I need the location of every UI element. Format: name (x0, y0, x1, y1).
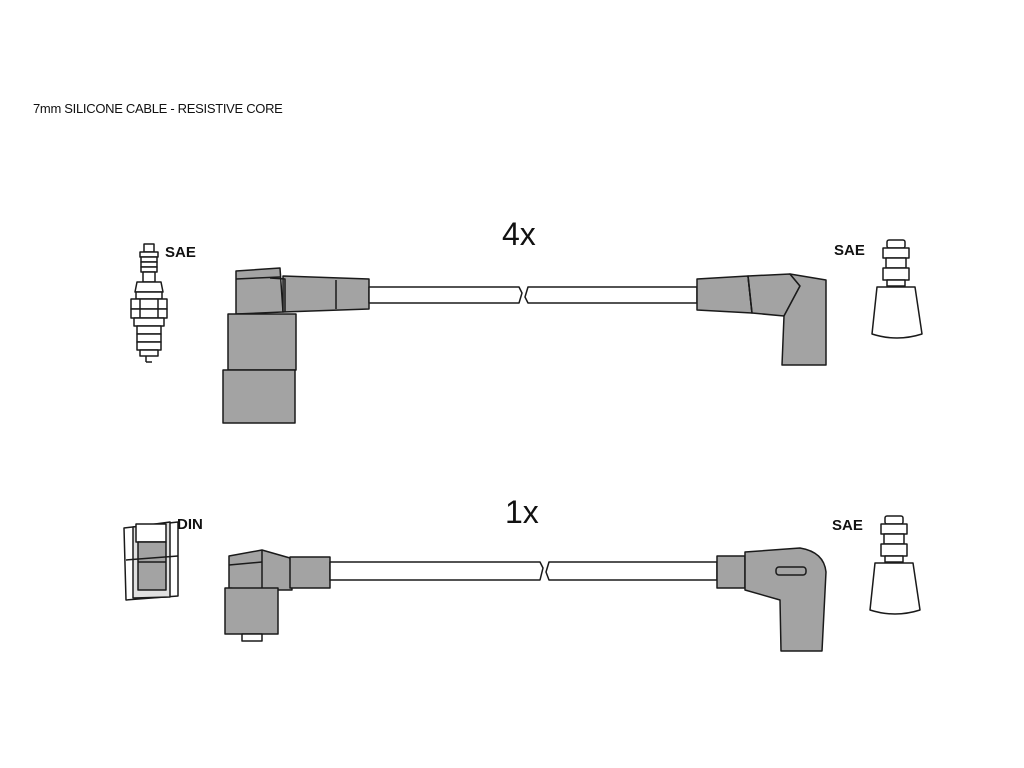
spark-plug-icon (130, 243, 168, 363)
row1-left-terminal-label: SAE (165, 244, 196, 261)
din-terminal-icon (123, 521, 179, 601)
row1-right-boot (696, 273, 827, 366)
row1-cable (368, 286, 698, 304)
row2-left-boot (224, 549, 331, 642)
row2-cable (329, 561, 718, 581)
row2-sae-terminal-icon (869, 515, 921, 615)
row1-right-terminal-label: SAE (834, 242, 865, 259)
row2-quantity: 1x (505, 494, 539, 530)
diagram-title: 7mm SILICONE CABLE - RESISTIVE CORE (33, 101, 283, 116)
row1-left-boot (222, 267, 370, 424)
row1-quantity: 4x (502, 216, 536, 252)
row2-right-terminal-label: SAE (832, 517, 863, 534)
row2-left-terminal-label: DIN (177, 516, 203, 533)
row1-sae-terminal-icon (871, 239, 923, 339)
row2-right-boot (716, 547, 827, 652)
